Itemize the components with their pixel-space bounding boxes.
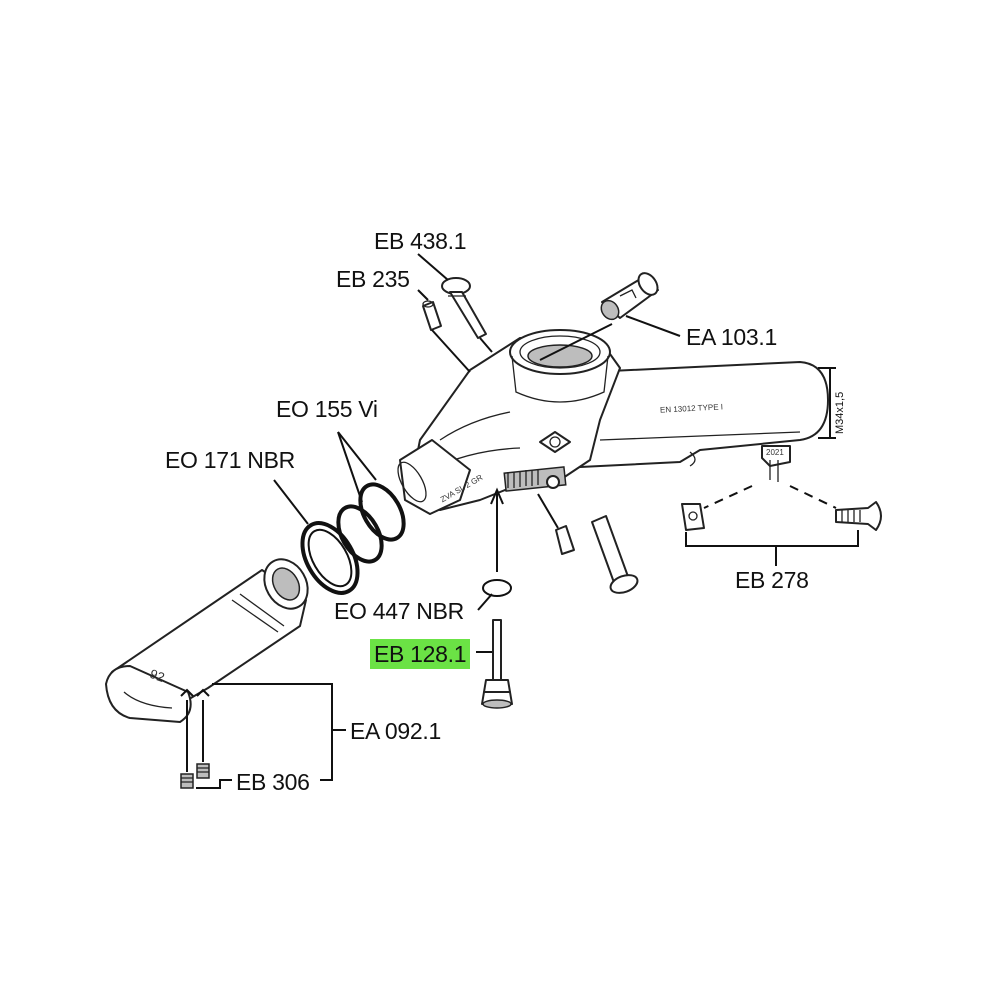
callout-eb-235: EB 235 — [336, 266, 410, 292]
valve-insert-ea-103-1 — [600, 272, 659, 321]
callout-eb-306: EB 306 — [236, 769, 310, 795]
leader-lines — [180, 253, 859, 789]
callout-ea-103-1: EA 103.1 — [686, 324, 777, 350]
callout-eo-155-vi: EO 155 Vi — [276, 396, 378, 422]
clip-eb-278 — [681, 501, 882, 531]
pin-eb-235 — [422, 300, 442, 331]
grub-screws-eb-306 — [180, 763, 210, 789]
callout-eo-171-nbr: EO 171 NBR — [165, 447, 295, 473]
marking-year: 2021 — [766, 448, 784, 457]
spout-ea-092-1 — [105, 558, 309, 723]
callout-eb-278: EB 278 — [735, 567, 809, 593]
screws-under-body — [555, 515, 639, 594]
plunger-eb-128-1 — [481, 619, 513, 709]
callout-eb-128-1-highlighted: EB 128.1 — [370, 639, 471, 669]
pin-eb-438-1 — [441, 277, 487, 339]
nozzle-body — [397, 329, 836, 515]
o-rings — [300, 482, 406, 595]
marking-thread: M34x1,5 — [834, 391, 846, 434]
o-ring-eo-447 — [482, 579, 512, 597]
callout-eb-438-1: EB 438.1 — [374, 228, 467, 254]
callout-eo-447-nbr: EO 447 NBR — [334, 598, 464, 624]
callout-ea-092-1: EA 092.1 — [350, 718, 441, 744]
